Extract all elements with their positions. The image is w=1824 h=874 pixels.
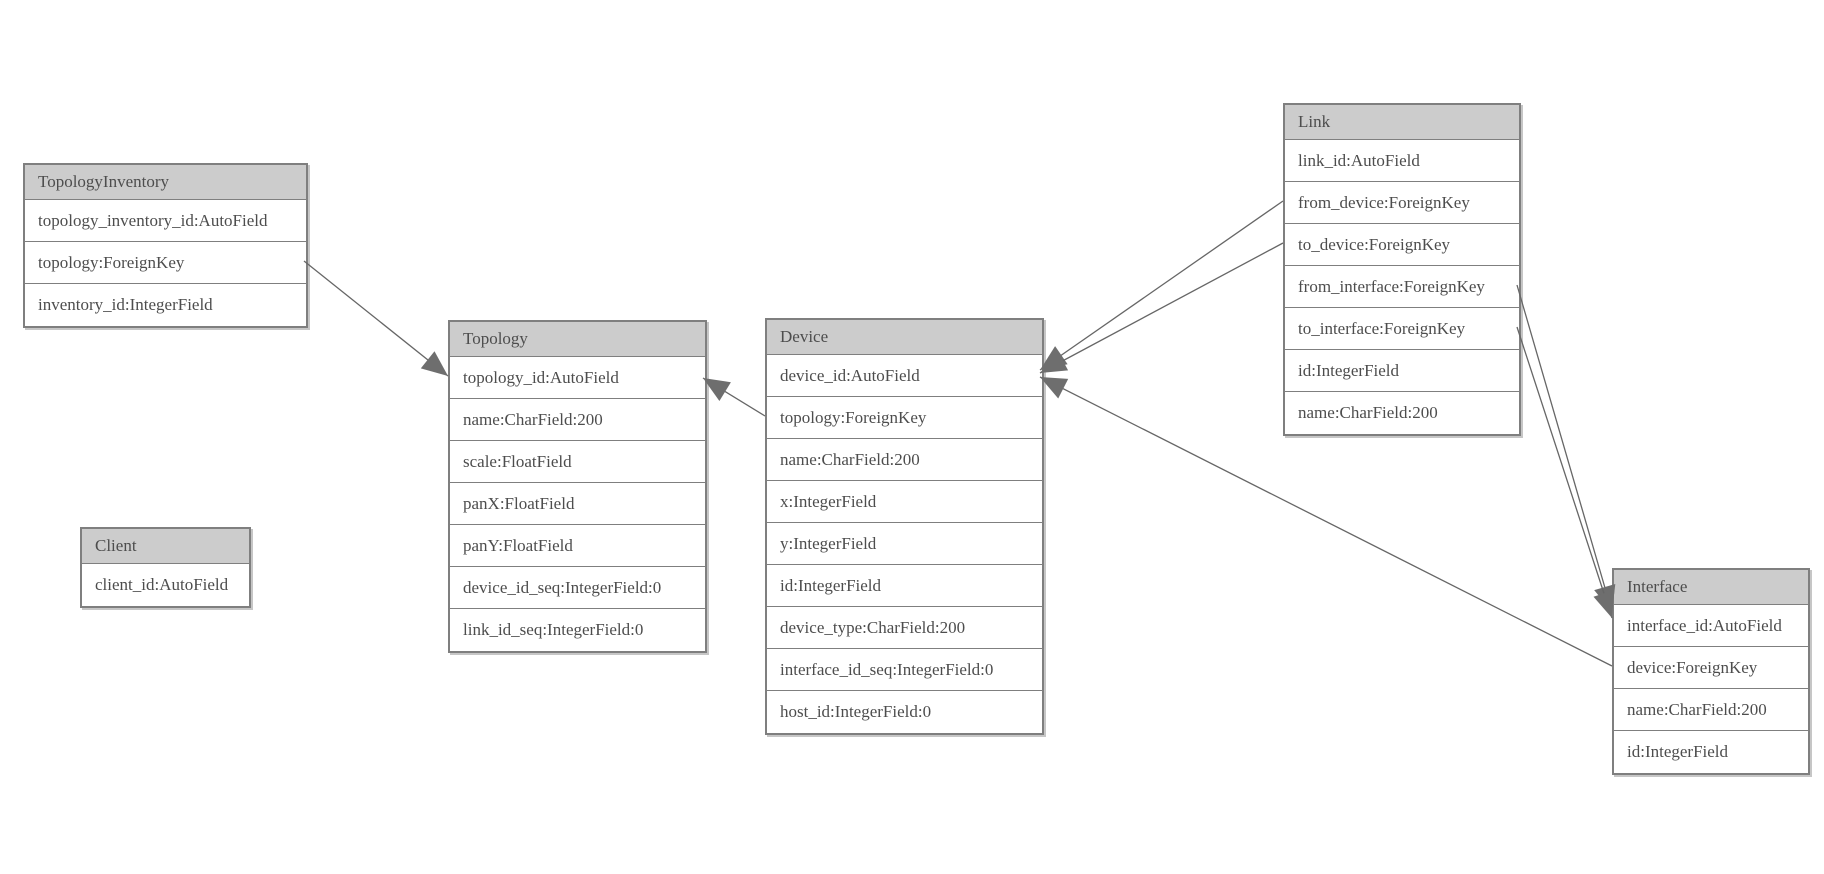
entity-field-link-5: id:IntegerField (1285, 350, 1519, 392)
entity-field-client-0: client_id:AutoField (82, 564, 249, 606)
relation-arrowhead-link-from_device-fk (1040, 346, 1068, 370)
entity-title-topology-inventory: TopologyInventory (25, 165, 306, 200)
entity-field-topology-5: device_id_seq:IntegerField:0 (450, 567, 705, 609)
entity-field-device-7: interface_id_seq:IntegerField:0 (767, 649, 1042, 691)
relation-line-link-from_device-fk (1039, 200, 1284, 371)
relation-line-link-to_interface-fk (1516, 326, 1613, 619)
entity-field-link-1: from_device:ForeignKey (1285, 182, 1519, 224)
entity-title-topology: Topology (450, 322, 705, 357)
entity-field-topology-6: link_id_seq:IntegerField:0 (450, 609, 705, 651)
entity-field-interface-0: interface_id:AutoField (1614, 605, 1808, 647)
relation-arrowhead-topologyinventory-topology-fk (420, 351, 448, 376)
entity-title-link: Link (1285, 105, 1519, 140)
entity-field-topology-3: panX:FloatField (450, 483, 705, 525)
relation-arrowhead-interface-device-fk (1040, 377, 1069, 399)
entity-field-interface-1: device:ForeignKey (1614, 647, 1808, 689)
entity-field-device-5: id:IntegerField (767, 565, 1042, 607)
relation-line-topologyinventory-topology-fk (303, 260, 449, 377)
entity-title-interface: Interface (1614, 570, 1808, 605)
entity-field-link-6: name:CharField:200 (1285, 392, 1519, 434)
entity-field-topology-inventory-2: inventory_id:IntegerField (25, 284, 306, 326)
entity-field-device-8: host_id:IntegerField:0 (767, 691, 1042, 733)
entity-field-topology-0: topology_id:AutoField (450, 357, 705, 399)
entity-field-link-2: to_device:ForeignKey (1285, 224, 1519, 266)
entity-field-link-4: to_interface:ForeignKey (1285, 308, 1519, 350)
relation-line-link-to_device-fk (1039, 242, 1284, 374)
relation-arrowhead-link-to_device-fk (1040, 351, 1069, 373)
entity-field-topology-4: panY:FloatField (450, 525, 705, 567)
relation-line-device-topology-fk (702, 377, 766, 417)
entity-title-device: Device (767, 320, 1042, 355)
entity-field-topology-1: name:CharField:200 (450, 399, 705, 441)
entity-field-topology-inventory-0: topology_inventory_id:AutoField (25, 200, 306, 242)
entity-field-interface-2: name:CharField:200 (1614, 689, 1808, 731)
entity-field-link-3: from_interface:ForeignKey (1285, 266, 1519, 308)
entity-field-link-0: link_id:AutoField (1285, 140, 1519, 182)
entity-field-interface-3: id:IntegerField (1614, 731, 1808, 773)
entity-field-device-4: y:IntegerField (767, 523, 1042, 565)
entity-title-client: Client (82, 529, 249, 564)
entity-field-device-1: topology:ForeignKey (767, 397, 1042, 439)
relation-line-link-from_interface-fk (1516, 284, 1613, 613)
entity-field-device-6: device_type:CharField:200 (767, 607, 1042, 649)
entity-field-device-0: device_id:AutoField (767, 355, 1042, 397)
entity-field-device-2: name:CharField:200 (767, 439, 1042, 481)
entity-field-topology-2: scale:FloatField (450, 441, 705, 483)
entity-field-topology-inventory-1: topology:ForeignKey (25, 242, 306, 284)
entity-field-device-3: x:IntegerField (767, 481, 1042, 523)
relation-arrowhead-device-topology-fk (703, 378, 731, 401)
